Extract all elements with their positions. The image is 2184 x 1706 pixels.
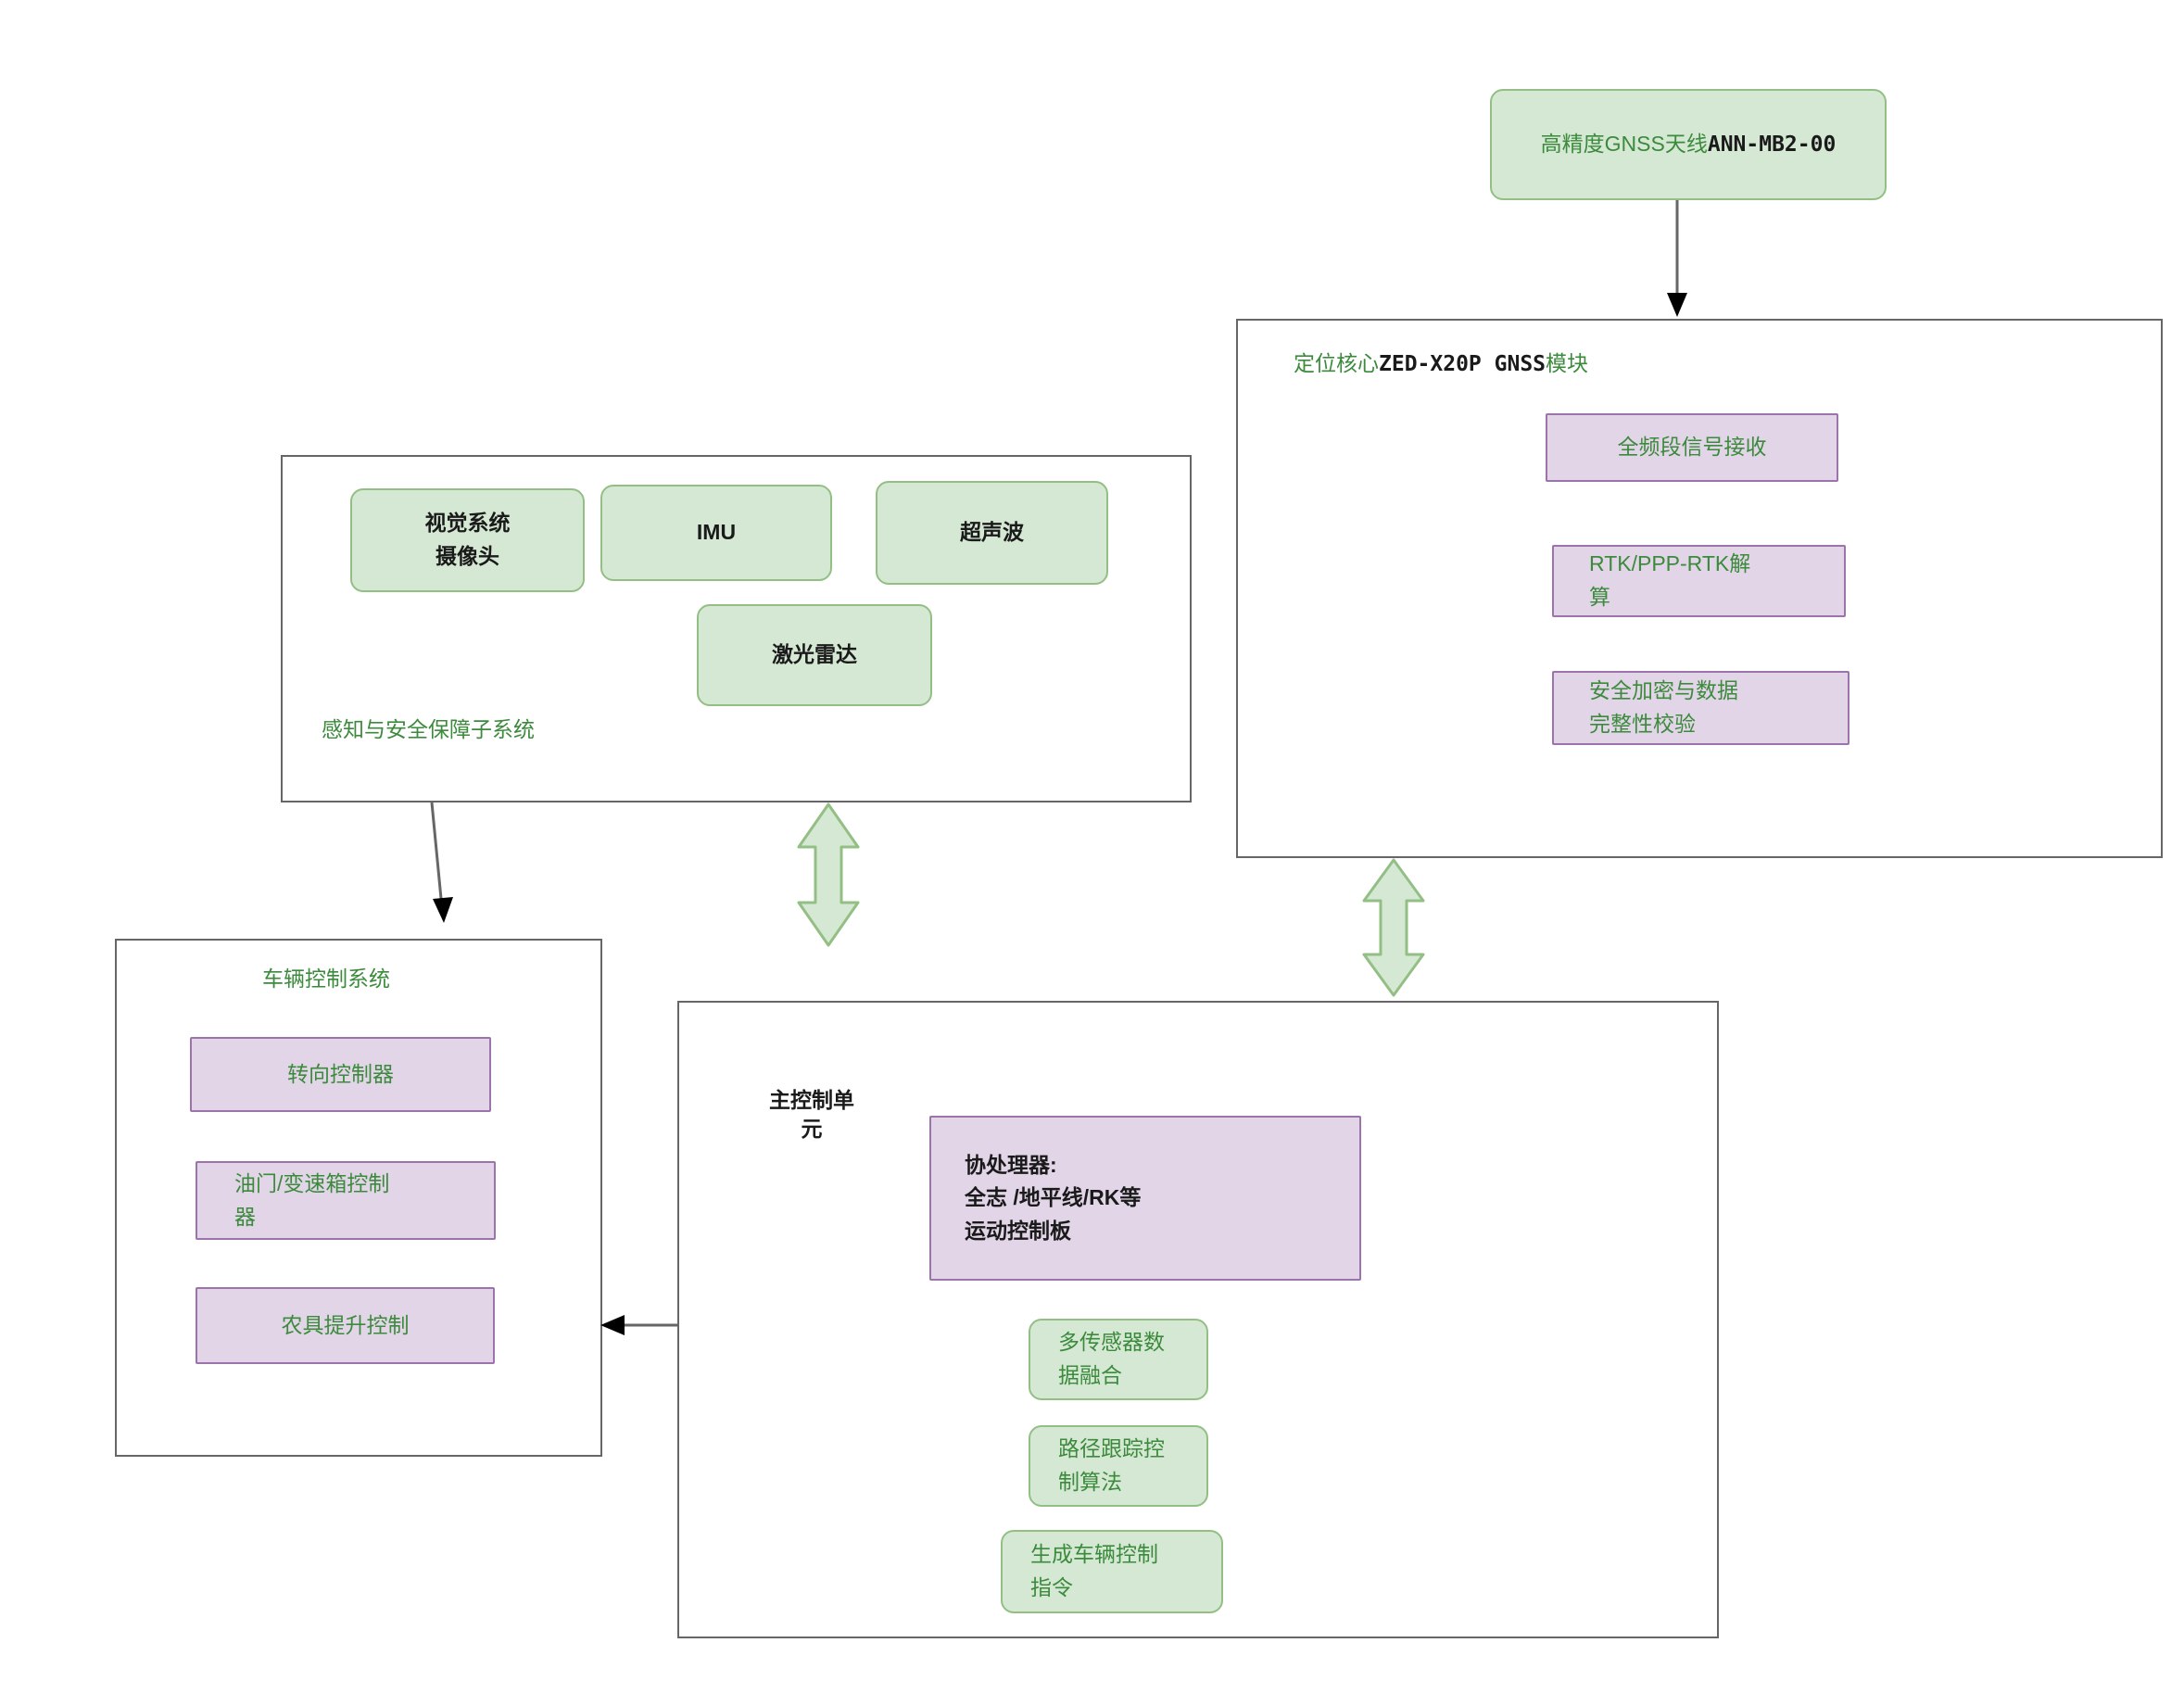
container-gnss-module-label: 定位核心ZED-X20P GNSS模块: [1294, 349, 1588, 379]
node-vision-system-camera[interactable]: 视觉系统 摄像头: [350, 488, 585, 592]
container-perception-subsystem-label: 感知与安全保障子系统: [322, 717, 535, 741]
node-security-encryption-integrity-check[interactable]: 安全加密与数据 完整性校验: [1552, 671, 1849, 745]
node-path-tracking-control-algorithm[interactable]: 路径跟踪控 制算法: [1029, 1425, 1208, 1507]
node-gnss-antenna-text: 高精度GNSS天线ANN-MB2-00: [1541, 128, 1837, 162]
node-imu[interactable]: IMU: [600, 485, 832, 581]
node-gnss-antenna-label-cn: 高精度GNSS天线: [1540, 131, 1708, 156]
node-implement-lift-control-text: 农具提升控制: [281, 1312, 410, 1337]
node-ultrasonic-text: 超声波: [960, 520, 1024, 545]
node-multi-sensor-data-fusion[interactable]: 多传感器数 据融合: [1029, 1319, 1208, 1400]
node-multi-sensor-data-fusion-text: 多传感器数 据融合: [1058, 1330, 1165, 1387]
node-lidar-text: 激光雷达: [772, 642, 857, 667]
gnss-module-label-suffix: 模块: [1546, 351, 1589, 375]
node-ultrasonic[interactable]: 超声波: [876, 481, 1108, 585]
node-implement-lift-control[interactable]: 农具提升控制: [196, 1287, 495, 1364]
node-throttle-transmission-controller-text: 油门/变速箱控制 器: [234, 1170, 390, 1229]
node-full-band-signal-reception-text: 全频段信号接收: [1617, 435, 1767, 460]
node-generate-vehicle-control-command[interactable]: 生成车辆控制 指令: [1001, 1530, 1223, 1613]
arrow-antenna-to-gnss-module: [1667, 200, 1687, 317]
node-coprocessor-text: 协处理器: 全志 /地平线/RK等 运动控制板: [965, 1152, 1142, 1243]
node-steering-controller[interactable]: 转向控制器: [190, 1037, 491, 1112]
gnss-module-label-prefix: 定位核心: [1294, 351, 1379, 375]
node-gnss-antenna[interactable]: 高精度GNSS天线ANN-MB2-00: [1490, 89, 1887, 200]
arrow-perception-to-vehicle-control: [430, 802, 453, 923]
node-security-encryption-integrity-check-text: 安全加密与数据 完整性校验: [1589, 678, 1738, 736]
node-generate-vehicle-control-command-text: 生成车辆控制 指令: [1030, 1542, 1158, 1599]
arrow-perception-to-main-control: [797, 802, 860, 947]
node-gnss-antenna-label-code: ANN-MB2-00: [1707, 132, 1837, 157]
gnss-module-label-code: ZED-X20P GNSS: [1379, 352, 1546, 376]
node-path-tracking-control-algorithm-text: 路径跟踪控 制算法: [1058, 1436, 1165, 1494]
node-vision-system-camera-text: 视觉系统 摄像头: [424, 511, 511, 568]
container-main-control-unit-label: 主控制单 元: [769, 1088, 854, 1142]
node-lidar[interactable]: 激光雷达: [697, 604, 932, 706]
node-rtk-ppp-rtk-solving[interactable]: RTK/PPP-RTK解 算: [1552, 545, 1846, 617]
node-throttle-transmission-controller[interactable]: 油门/变速箱控制 器: [196, 1161, 496, 1240]
arrow-gnss-module-to-main-control: [1362, 858, 1425, 997]
node-coprocessor[interactable]: 协处理器: 全志 /地平线/RK等 运动控制板: [929, 1116, 1361, 1281]
node-rtk-ppp-rtk-solving-text: RTK/PPP-RTK解 算: [1589, 551, 1751, 609]
node-steering-controller-text: 转向控制器: [287, 1061, 394, 1086]
node-imu-text: IMU: [696, 520, 737, 545]
node-full-band-signal-reception[interactable]: 全频段信号接收: [1546, 413, 1838, 482]
container-vehicle-control-system-label: 车辆控制系统: [262, 967, 390, 991]
arrow-main-control-to-vehicle-control: [600, 1315, 682, 1335]
